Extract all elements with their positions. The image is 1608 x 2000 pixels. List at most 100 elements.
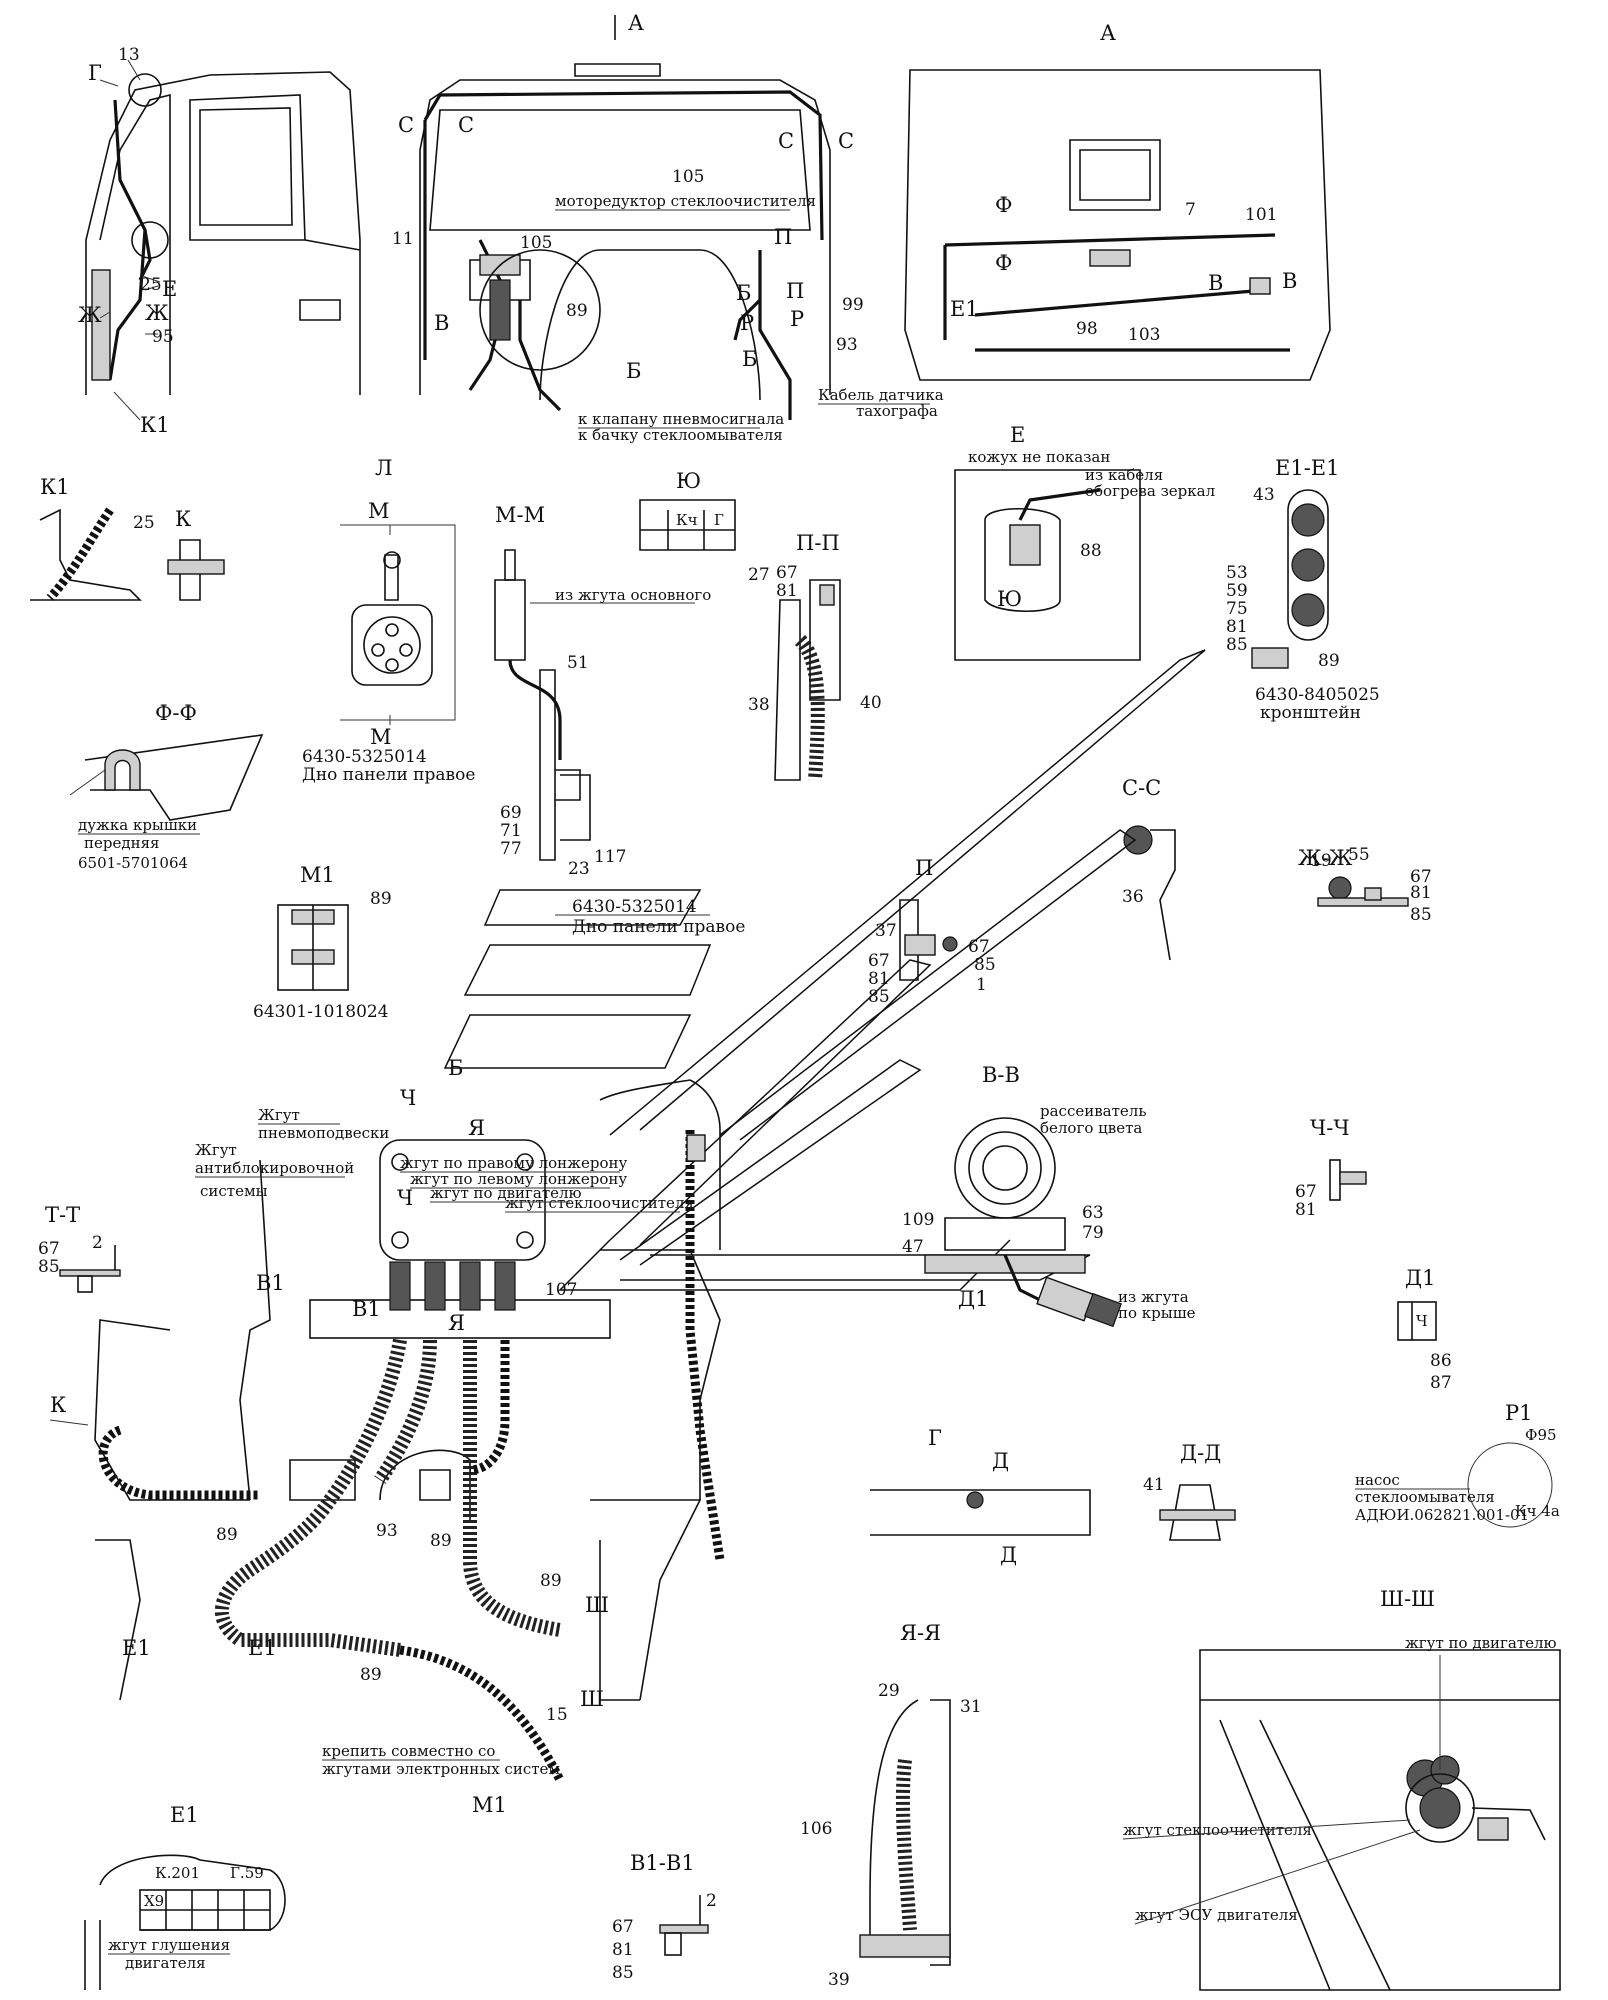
pneumo-1: Жгут <box>258 1106 300 1124</box>
vv-d1: Д1 <box>958 1287 988 1311</box>
label-k1: К1 <box>140 413 170 437</box>
view-d1-title: Д1 <box>1405 1266 1435 1290</box>
view-zhzh-title: Ж-Ж <box>1298 846 1353 870</box>
e1-x9: Х9 <box>144 1892 164 1910</box>
harness-left: жгут по левому лонжерону <box>410 1170 627 1188</box>
e1-shut-1: жгут глушения <box>108 1936 230 1954</box>
d1-ch: Ч <box>1416 1312 1428 1330</box>
label-zh2: Ж <box>145 301 169 325</box>
view-yu: Ю Кч Г <box>639 469 736 551</box>
view-t-t: Т-Т 67 2 85 <box>38 1203 121 1293</box>
view-a-front: А Ф Ф 7 101 В В Е1 98 103 <box>904 21 1331 381</box>
sensor-label-2: тахографа <box>856 402 938 420</box>
d1-87: 87 <box>1430 1373 1452 1393</box>
pp-27: 27 <box>748 565 770 585</box>
mm-51: 51 <box>567 653 589 673</box>
label-93: 93 <box>836 335 858 355</box>
view-vv-title: В-В <box>982 1063 1020 1087</box>
v1v1-67: 67 <box>612 1917 634 1937</box>
label-11: 11 <box>392 229 414 249</box>
view-f-f: Ф-Ф дужка крышки передняя 6501-5701064 <box>69 701 264 872</box>
r1-kch: Кч 4а <box>1515 1502 1560 1520</box>
main-sh1: Ш <box>585 1593 609 1617</box>
r1-phi: Ф95 <box>1525 1426 1557 1444</box>
mm-77: 77 <box>500 839 522 859</box>
d1-86: 86 <box>1430 1351 1452 1371</box>
yaya-106: 106 <box>800 1819 832 1839</box>
view-tt-title: Т-Т <box>45 1203 80 1227</box>
e1e1-part-name: кронштейн <box>1260 703 1361 723</box>
vv-diff-2: белого цвета <box>1040 1119 1142 1137</box>
k1-label-k: К <box>175 507 191 531</box>
k1-label-25: 25 <box>133 513 155 533</box>
f-mark-2: Ф <box>995 251 1012 275</box>
view-shsh-title: Ш-Ш <box>1380 1587 1435 1611</box>
view-p: П 37 67 81 85 67 85 1 <box>868 856 996 1007</box>
tank-label: к бачку стеклоомывателя <box>578 426 783 444</box>
v-mark-2: В <box>1282 269 1297 293</box>
vv-diff-1: рассеиватель <box>1040 1102 1146 1120</box>
view-e1-bottom: Е1 К.201 Г.59 Х9 жгут глушения двигателя <box>84 1803 286 1990</box>
label-v: В <box>434 311 449 335</box>
view-yaya-title: Я-Я <box>900 1621 941 1645</box>
e1-k201: К.201 <box>155 1864 200 1882</box>
tt-67: 67 <box>38 1239 60 1259</box>
label-b1: Б <box>736 281 751 305</box>
vv-79: 79 <box>1082 1223 1104 1243</box>
p-85a: 85 <box>868 987 890 1007</box>
v-mark-1: В <box>1208 271 1223 295</box>
main-ya1: Я <box>468 1116 485 1140</box>
main-sh2: Ш <box>580 1687 604 1711</box>
e-note: кожух не показан <box>968 448 1110 466</box>
label-101: 101 <box>1245 205 1277 225</box>
fix-note-2: жгутами электронных систем <box>322 1760 560 1778</box>
view-k1: К1 25 К <box>30 475 225 601</box>
pp-40: 40 <box>860 693 882 713</box>
view-mm-title: М-М <box>495 503 545 527</box>
view-m1-title: М1 <box>300 863 335 887</box>
view-v-v: В-В рассеиватель белого цвета 109 47 63 … <box>902 1063 1196 1328</box>
vv-109: 109 <box>902 1210 934 1230</box>
yaya-39: 39 <box>828 1970 850 1990</box>
sensor-label-1: Кабель датчика <box>818 386 944 404</box>
label-95: 95 <box>152 327 174 347</box>
main-e1b: Е1 <box>248 1636 277 1660</box>
r1-pump-3: АДЮИ.062821.001-01 <box>1355 1506 1529 1524</box>
label-zh1: Ж <box>78 303 102 327</box>
cab-rear-view: А С С С С 105 моторедуктор стеклоочистит… <box>392 11 944 444</box>
view-ff-title: Ф-Ф <box>155 701 197 725</box>
l-mark-m1: М <box>368 499 390 523</box>
l-part: 6430-5325014 <box>302 747 427 767</box>
zhzh-55: 55 <box>1348 845 1370 865</box>
ff-part: 6501-5701064 <box>78 854 188 872</box>
view-p-p: П-П 27 67 81 38 40 <box>748 531 882 781</box>
mm-23: 23 <box>568 859 590 879</box>
view-e1-e1: Е1-Е1 43 53 59 75 81 85 89 6430-8405025 … <box>1226 456 1380 723</box>
mm-part-name: Дно панели правое <box>572 917 745 937</box>
main-15: 15 <box>546 1705 568 1725</box>
vv-from-2: по крыше <box>1118 1304 1196 1322</box>
label-103: 103 <box>1128 325 1160 345</box>
label-b: Б <box>626 359 641 383</box>
p-37: 37 <box>875 921 897 941</box>
main-m1: М1 <box>472 1793 507 1817</box>
mm-part: 6430-5325014 <box>572 897 697 917</box>
chch-67: 67 <box>1295 1182 1317 1202</box>
yaya-29: 29 <box>878 1681 900 1701</box>
g-d1: Д <box>992 1449 1009 1473</box>
view-k1-title: К1 <box>40 475 70 499</box>
label-g: Г <box>88 61 102 85</box>
view-ch-ch: Ч-Ч 67 81 <box>1295 1116 1367 1220</box>
motor-label: моторедуктор стеклоочистителя <box>555 192 816 210</box>
shsh-esu: жгут ЭСУ двигателя <box>1135 1906 1298 1924</box>
main-v1a: В1 <box>256 1271 285 1295</box>
main-ch2: Ч <box>397 1186 413 1210</box>
view-e1-title: Е1 <box>170 1803 199 1827</box>
shsh-wiper: жгут стеклоочистителя <box>1123 1821 1312 1839</box>
e1e1-53: 53 <box>1226 563 1248 583</box>
valve-label: к клапану пневмосигнала <box>578 410 784 428</box>
main-ch1: Ч <box>400 1086 416 1110</box>
e1e1-75: 75 <box>1226 599 1248 619</box>
e1e1-59: 59 <box>1226 581 1248 601</box>
